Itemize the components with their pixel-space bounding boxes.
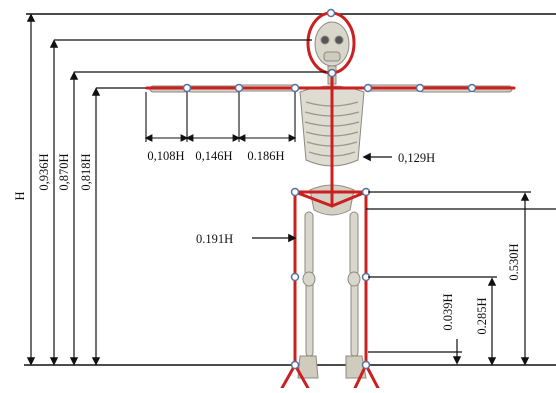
joint-left-hip	[292, 189, 299, 196]
jaw	[324, 52, 340, 61]
joint-left-ankle	[292, 362, 299, 369]
label-hip-width: 0.191H	[196, 232, 233, 246]
label-forearm: 0,146H	[195, 149, 232, 163]
left-femur	[305, 212, 313, 276]
joint-head-top	[328, 10, 335, 17]
joint-neck	[329, 70, 336, 77]
label-hip-height: 0.530H	[507, 243, 521, 280]
label-chin: 0,870H	[57, 153, 71, 190]
joint-left-elbow	[236, 85, 243, 92]
arm-dimensions	[146, 92, 295, 142]
joint-right-shoulder	[365, 85, 372, 92]
label-hand: 0,108H	[147, 149, 184, 163]
joint-left-wrist	[184, 85, 191, 92]
label-head-top: 0,936H	[37, 153, 51, 190]
label-trunk: 0,129H	[398, 151, 435, 165]
joint-right-wrist	[469, 85, 476, 92]
vertical-dimensions-right	[366, 192, 556, 362]
joint-left-knee	[292, 274, 299, 281]
label-upper-arm: 0.186H	[247, 149, 284, 163]
right-femur	[350, 212, 358, 276]
joint-right-ankle	[363, 362, 370, 369]
label-shoulder: 0,818H	[79, 153, 93, 190]
left-tibia	[306, 282, 313, 356]
joint-right-elbow	[417, 85, 424, 92]
vertical-dimensions-left	[31, 17, 326, 362]
label-ankle-height: 0.039H	[441, 293, 455, 330]
label-H: H	[13, 191, 27, 200]
joint-left-shoulder	[292, 85, 299, 92]
right-knee	[348, 272, 360, 286]
left-knee	[303, 272, 315, 286]
label-knee-height: 0.285H	[475, 297, 489, 334]
eye-socket-right	[335, 36, 343, 44]
right-tibia	[351, 282, 358, 356]
eye-socket-left	[321, 36, 329, 44]
